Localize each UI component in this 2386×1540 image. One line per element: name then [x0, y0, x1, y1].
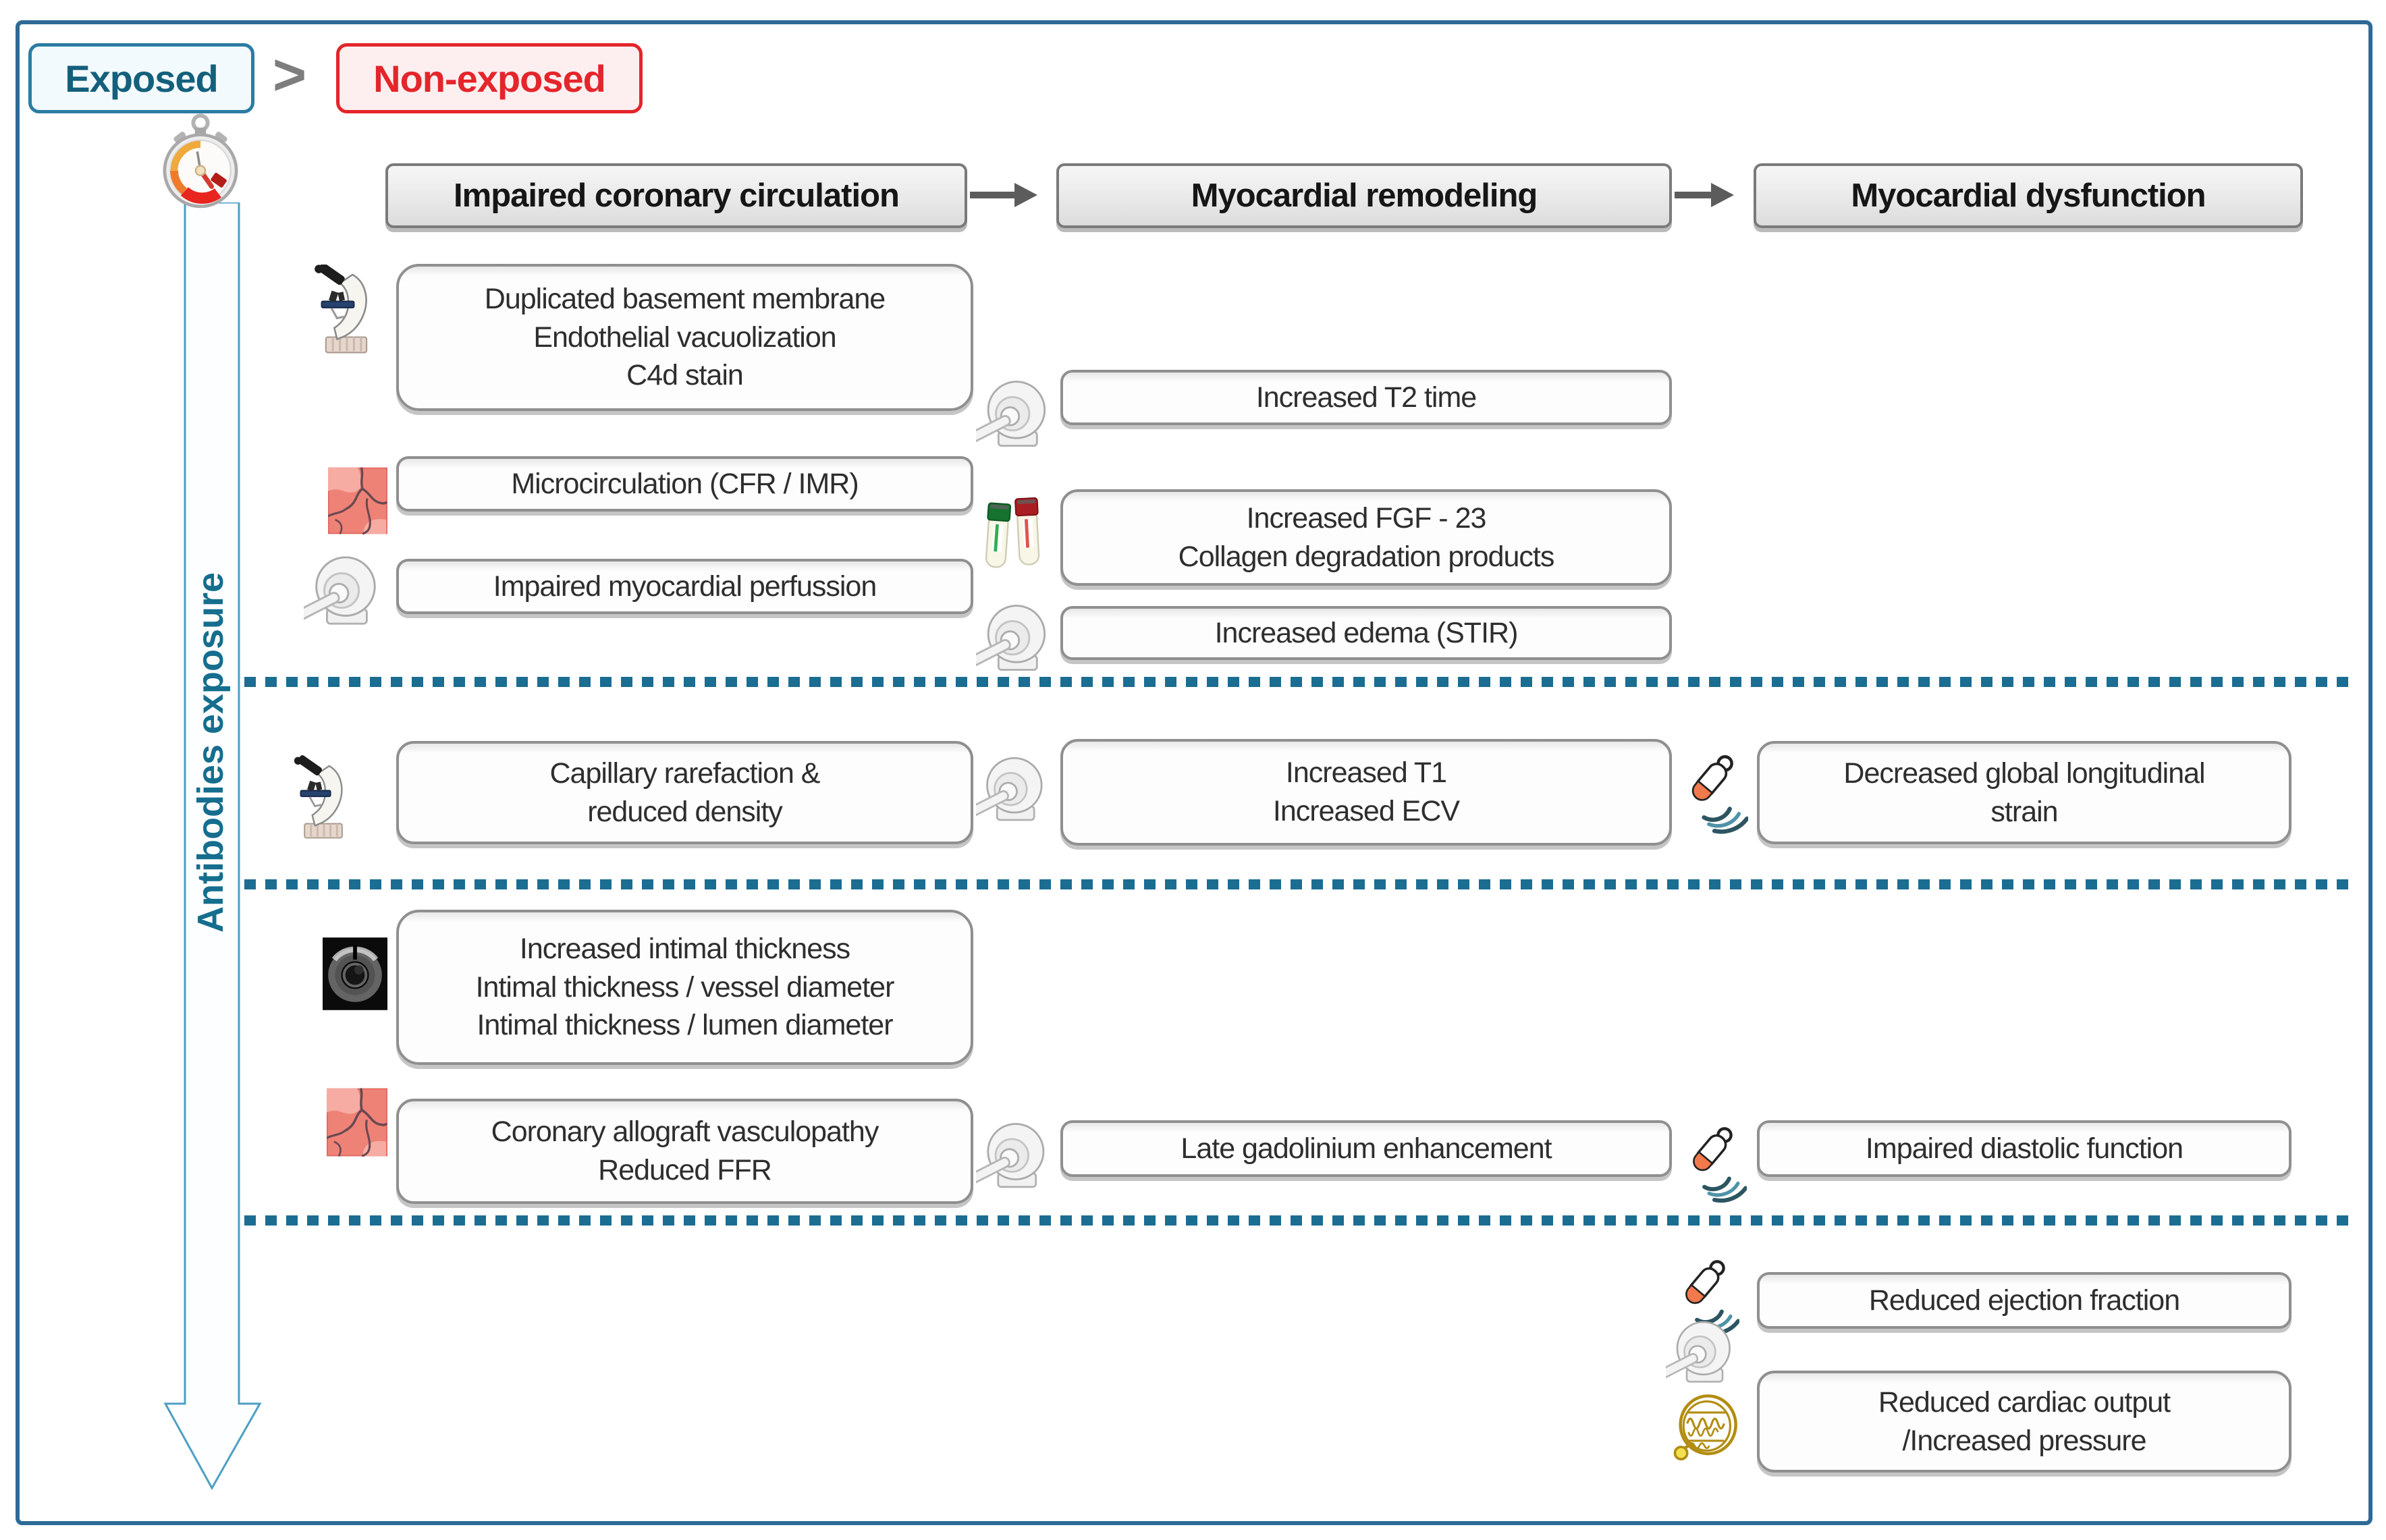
card-line: Intimal thickness / lumen diameter — [477, 1009, 893, 1042]
stage-arrow-1 — [970, 183, 1037, 207]
phase-divider-1 — [244, 677, 2357, 687]
stage-myocardial-remodeling: Myocardial remodeling — [1056, 163, 1672, 228]
card-ejection-fraction: Reduced ejection fraction — [1757, 1272, 2292, 1329]
card-line: /Increased pressure — [1902, 1424, 2146, 1457]
card-line: C4d stain — [626, 359, 744, 392]
card-diastolic-function: Impaired diastolic function — [1757, 1120, 2292, 1177]
card-line: Intimal thickness / vessel diameter — [475, 970, 895, 1003]
card-line: Impaired myocardial perfussion — [493, 570, 877, 603]
card-line: Increased ECV — [1272, 795, 1460, 827]
card-late-gadolinium: Late gadolinium enhancement — [1060, 1120, 1672, 1177]
card-line: Microcirculation (CFR / IMR) — [511, 467, 859, 500]
card-impaired-perfusion: Impaired myocardial perfussion — [396, 559, 973, 614]
phase-divider-3 — [244, 1215, 2357, 1226]
catheter-icon — [1671, 1387, 1740, 1466]
card-histology-membrane: Duplicated basement membrane Endothelial… — [396, 264, 973, 411]
stage-label: Myocardial remodeling — [1191, 177, 1538, 214]
card-line: Reduced FFR — [598, 1154, 772, 1186]
card-microcirculation: Microcirculation (CFR / IMR) — [396, 456, 973, 512]
card-line: Late gadolinium enhancement — [1181, 1132, 1552, 1165]
card-cardiac-output: Reduced cardiac output /Increased pressu… — [1757, 1371, 2292, 1473]
card-t1-ecv: Increased T1 Increased ECV — [1060, 739, 1672, 846]
card-allograft-vasculopathy: Coronary allograft vasculopathy Reduced … — [396, 1099, 973, 1204]
card-intimal-thickness: Increased intimal thickness Intimal thic… — [396, 910, 973, 1065]
mri-icon — [976, 1119, 1053, 1194]
card-line: Capillary rarefaction & — [549, 757, 820, 790]
stage-arrow-2 — [1675, 183, 1734, 207]
mri-icon — [976, 753, 1050, 827]
card-fgf23: Increased FGF - 23 Collagen degradation … — [1060, 489, 1672, 586]
ultrasound-icon — [1681, 742, 1748, 842]
stage-label: Impaired coronary circulation — [454, 177, 900, 214]
mri-icon — [976, 377, 1054, 453]
antibodies-exposure-label: Antibodies exposure — [190, 572, 231, 933]
card-line: Increased intimal thickness — [519, 932, 850, 965]
phase-divider-2 — [244, 879, 2357, 889]
card-line: Duplicated basement membrane — [484, 282, 886, 315]
stopwatch-icon — [161, 109, 240, 216]
card-t2-time: Increased T2 time — [1060, 370, 1672, 425]
mri-icon — [976, 601, 1054, 678]
card-capillary-rarefaction: Capillary rarefaction & reduced density — [396, 741, 973, 844]
card-line: Increased edema (STIR) — [1214, 616, 1519, 649]
ivus-icon — [323, 937, 387, 1011]
tissue-icon — [328, 467, 387, 534]
card-line: Decreased global longitudinal — [1843, 757, 2205, 790]
antibodies-exposure-arrow — [163, 202, 262, 1491]
stage-label: Myocardial dysfunction — [1851, 177, 2206, 214]
stage-myocardial-dysfunction: Myocardial dysfunction — [1754, 163, 2303, 228]
card-line: Increased T2 time — [1255, 381, 1477, 414]
card-line: Reduced cardiac output — [1878, 1385, 2171, 1419]
blood-tubes-icon — [982, 495, 1047, 585]
microscope-icon — [292, 746, 356, 852]
mri-icon — [1666, 1317, 1739, 1389]
card-line: Reduced ejection fraction — [1868, 1284, 2180, 1317]
card-line: Coronary allograft vasculopathy — [491, 1116, 879, 1149]
greater-than-sign: > — [272, 42, 307, 107]
stage-impaired-coronary-circulation: Impaired coronary circulation — [385, 163, 967, 228]
card-line: reduced density — [587, 795, 783, 828]
microscope-icon — [312, 265, 382, 356]
exposed-badge: Exposed — [28, 43, 254, 113]
card-line: Collagen degradation products — [1178, 540, 1555, 573]
card-line: Impaired diastolic function — [1865, 1132, 2184, 1165]
card-line: Increased FGF - 23 — [1246, 501, 1487, 534]
exposed-label: Exposed — [65, 57, 218, 100]
non-exposed-label: Non-exposed — [373, 57, 606, 100]
card-line: Endothelial vacuolization — [533, 321, 836, 354]
non-exposed-badge: Non-exposed — [336, 43, 643, 113]
card-line: strain — [1990, 795, 2058, 828]
card-global-longitudinal-strain: Decreased global longitudinal strain — [1757, 741, 2292, 844]
tissue-icon — [327, 1088, 387, 1157]
mri-icon — [304, 552, 385, 632]
ultrasound-icon — [1682, 1115, 1747, 1211]
card-edema-stir: Increased edema (STIR) — [1060, 606, 1672, 660]
card-line: Increased T1 — [1285, 757, 1447, 790]
